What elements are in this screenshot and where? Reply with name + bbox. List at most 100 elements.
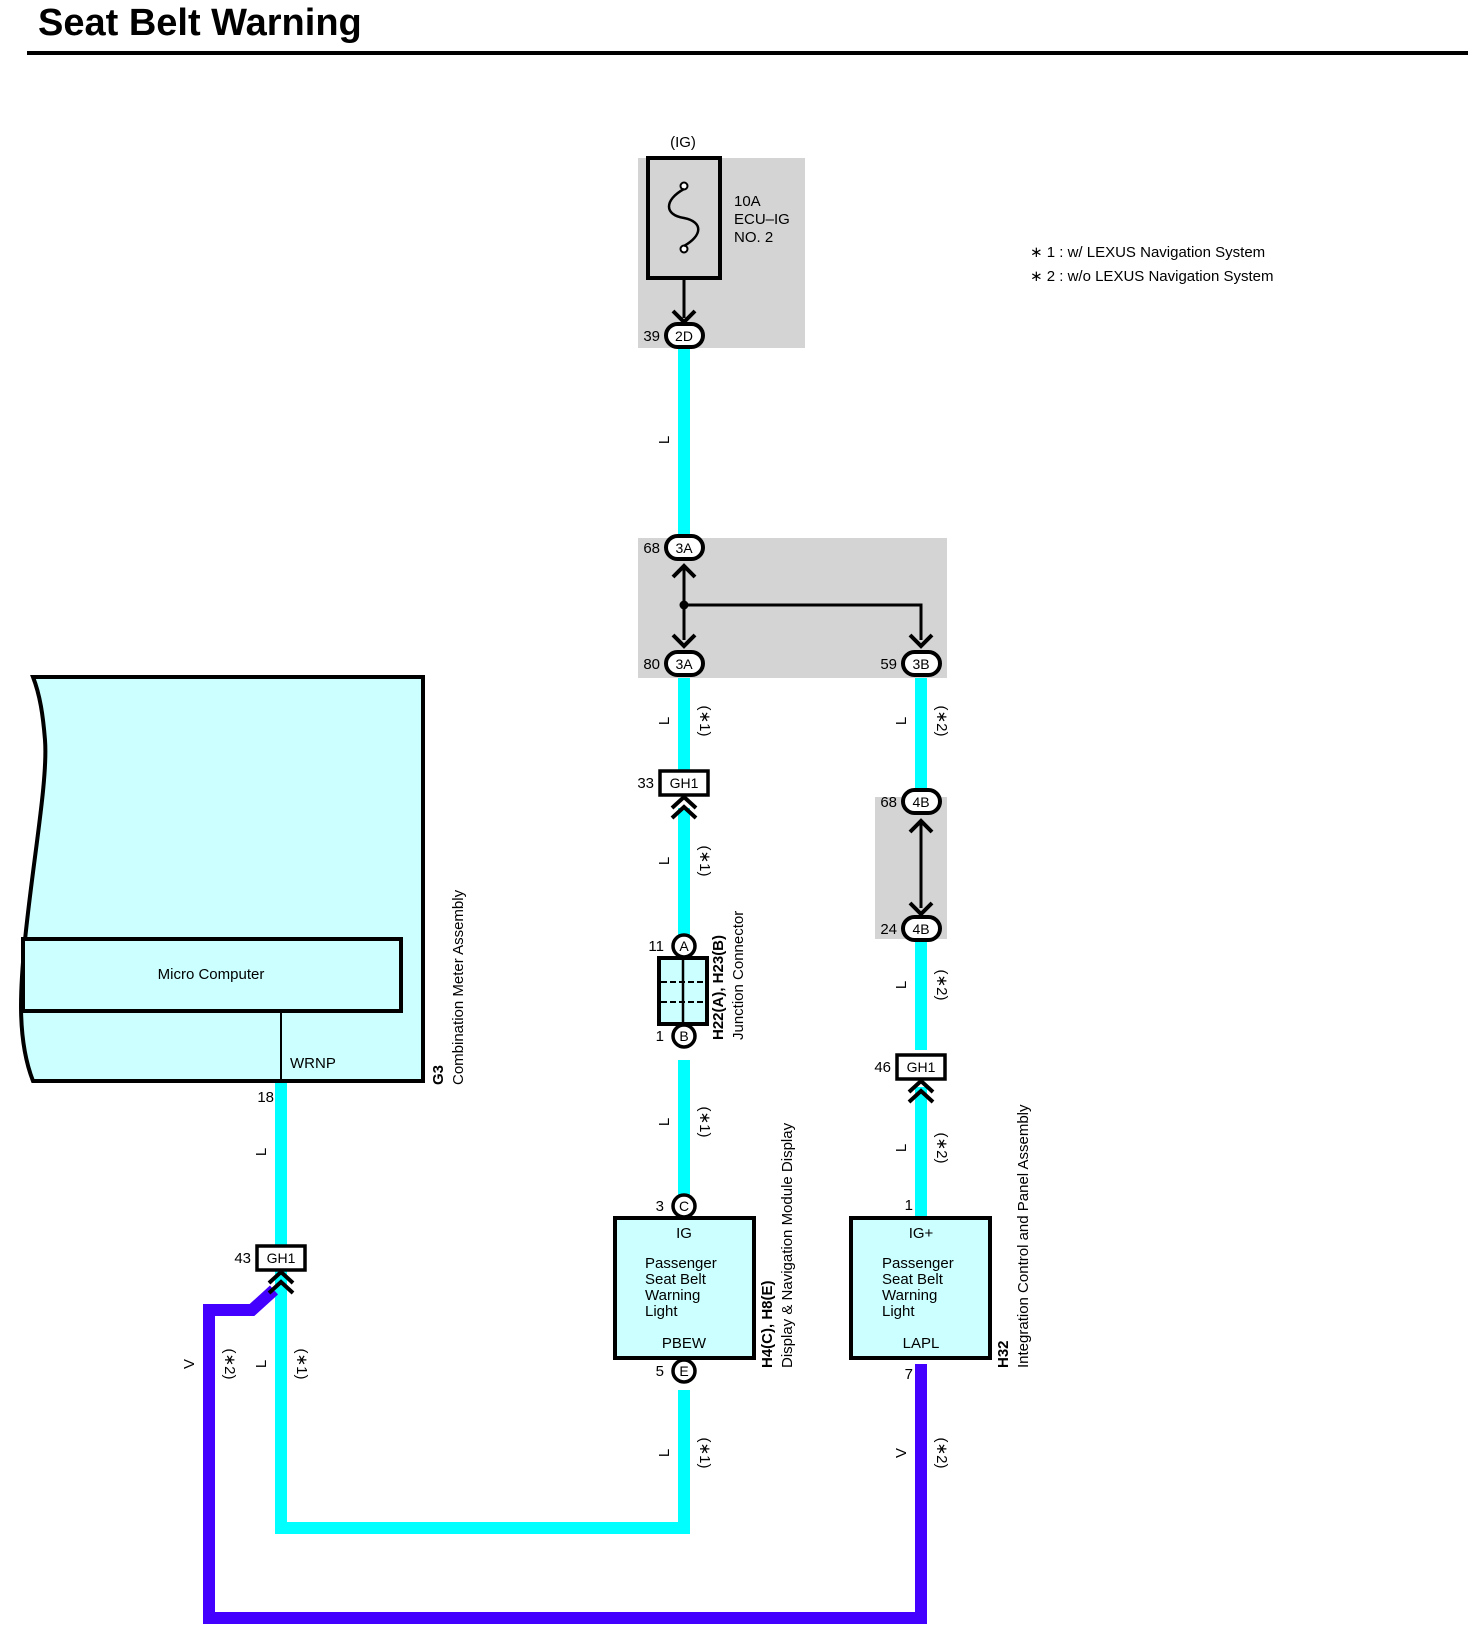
gh1-46-chevron-icon — [907, 1078, 935, 1104]
icp-name: Integration Control and Panel Assembly — [1015, 1104, 1032, 1368]
icp-pin-7: 7 — [905, 1366, 913, 1383]
display-name: Display & Navigation Module Display — [779, 1122, 796, 1368]
connector-gh1-43-pin: 43 — [234, 1250, 251, 1267]
jc-pin-b-letter: B — [679, 1028, 688, 1044]
display-light-line3: Warning — [645, 1287, 700, 1304]
connector-3b-pin: 59 — [880, 656, 897, 673]
connector-4b-bottom-pin: 24 — [880, 921, 897, 938]
wire-label-l-4: L — [656, 857, 673, 865]
connector-3a-bottom-label: 3A — [675, 656, 693, 672]
micro-computer-box — [21, 937, 403, 1013]
wire-label-s2-6: (∗2) — [933, 1133, 950, 1164]
fuse-number: NO. 2 — [734, 229, 773, 246]
wire-label-s1-4: (∗1) — [696, 846, 713, 877]
title-rule — [27, 51, 1468, 55]
wire-label-v-9: V — [181, 1359, 198, 1369]
wire-label-s1-9: (∗1) — [293, 1349, 310, 1380]
icp-light-line4: Light — [882, 1303, 915, 1320]
note-2: ∗ 2 : w/o LEXUS Navigation System — [1030, 268, 1274, 285]
display-pin-e — [671, 1358, 697, 1384]
display-terminal-pbew: PBEW — [662, 1335, 707, 1352]
connector-3b — [901, 650, 942, 677]
display-pin-e-letter: E — [679, 1363, 688, 1379]
jc-pin-b — [671, 1023, 697, 1049]
jc-pin-a-number: 11 — [648, 938, 664, 955]
icp-terminal-lapl: LAPL — [903, 1335, 940, 1352]
display-code: H4(C), H8(E) — [759, 1280, 776, 1368]
fuse-terminal-top — [679, 181, 689, 191]
meter-pin-18: 18 — [257, 1089, 274, 1106]
wire-label-l-1: L — [656, 436, 673, 444]
shade-4b-connector — [875, 797, 947, 939]
connector-4b-bottom — [901, 915, 942, 942]
icp-code: H32 — [995, 1340, 1012, 1368]
gh1-33-chevron-icon — [670, 794, 698, 820]
wire-label-s2-5: (∗2) — [933, 970, 950, 1001]
connector-3a-top-label: 3A — [675, 540, 693, 556]
fuse-name: ECU–IG — [734, 211, 790, 228]
gh1-43-chevron-icon — [267, 1269, 295, 1295]
wire-label-s2-11: (∗2) — [933, 1438, 950, 1469]
icp-terminal-igplus: IG+ — [909, 1225, 934, 1242]
wire-label-s1-2: (∗1) — [696, 706, 713, 737]
display-pin-c-letter: C — [679, 1198, 689, 1214]
connector-2d — [664, 322, 705, 349]
wire-label-s2-9: (∗2) — [221, 1349, 238, 1380]
wire-l-return — [275, 1081, 690, 1534]
connector-2d-pin: 39 — [643, 328, 660, 345]
connector-3a-bottom — [664, 650, 705, 677]
fuse-terminal-bottom — [679, 244, 689, 254]
connector-4b-top-label: 4B — [912, 794, 929, 810]
display-module-box — [613, 1216, 756, 1360]
wire-label-l-8: L — [253, 1148, 270, 1156]
display-light-line4: Light — [645, 1303, 678, 1320]
wire-label-v-11: V — [893, 1448, 910, 1458]
wire-v-return — [203, 1285, 927, 1624]
wire-label-l-6: L — [893, 1144, 910, 1152]
connector-gh1-46-label: GH1 — [907, 1059, 936, 1075]
icp-light-line3: Warning — [882, 1287, 937, 1304]
combination-meter-body — [19, 675, 425, 1083]
junction-trace-branch — [684, 603, 923, 640]
micro-computer-label: Micro Computer — [158, 966, 265, 983]
wire-label-s1-7: (∗1) — [696, 1107, 713, 1138]
icp-light-line2: Seat Belt — [882, 1271, 944, 1288]
wire-label-l-3: L — [893, 717, 910, 725]
meter-terminal-wrnp: WRNP — [290, 1055, 336, 1072]
power-source-label: (IG) — [670, 134, 696, 151]
wire-label-l-9: L — [253, 1360, 270, 1368]
display-light-line1: Passenger — [645, 1255, 717, 1272]
wire-label-l-7: L — [656, 1118, 673, 1126]
connector-4b-top — [901, 788, 942, 815]
jc-pin-a-letter: A — [679, 938, 689, 954]
connector-gh1-33-label: GH1 — [670, 775, 699, 791]
icp-pin-1: 1 — [905, 1197, 913, 1214]
display-light-line2: Seat Belt — [645, 1271, 707, 1288]
icp-box — [849, 1216, 992, 1360]
meter-name: Combination Meter Assembly — [450, 889, 467, 1085]
jc-pin-b-number: 1 — [656, 1028, 664, 1045]
display-pin-e-number: 5 — [656, 1363, 664, 1380]
meter-code: G3 — [430, 1065, 447, 1085]
connector-4b-top-pin: 68 — [880, 794, 897, 811]
display-terminal-ig: IG — [676, 1225, 692, 1242]
fuse-rating: 10A — [734, 193, 761, 210]
connector-4b-bottom-label: 4B — [912, 921, 929, 937]
icp-light-line1: Passenger — [882, 1255, 954, 1272]
wire-label-s2-3: (∗2) — [933, 706, 950, 737]
wire-label-s1-10: (∗1) — [696, 1438, 713, 1469]
connector-3a-bottom-pin: 80 — [643, 656, 660, 673]
wire-label-l-2: L — [656, 717, 673, 725]
wire-label-l-5: L — [893, 981, 910, 989]
page-title: Seat Belt Warning — [38, 2, 362, 44]
connector-3a-top-pin: 68 — [643, 540, 660, 557]
jc-name: Junction Connector — [730, 911, 747, 1040]
fuse-icon — [667, 187, 700, 248]
connector-gh1-46-pin: 46 — [874, 1059, 891, 1076]
connector-3a-top — [664, 534, 705, 561]
connector-2d-label: 2D — [675, 328, 693, 344]
note-1: ∗ 1 : w/ LEXUS Navigation System — [1030, 244, 1265, 261]
wire-label-l-10: L — [656, 1449, 673, 1457]
display-pin-c-number: 3 — [656, 1198, 664, 1215]
